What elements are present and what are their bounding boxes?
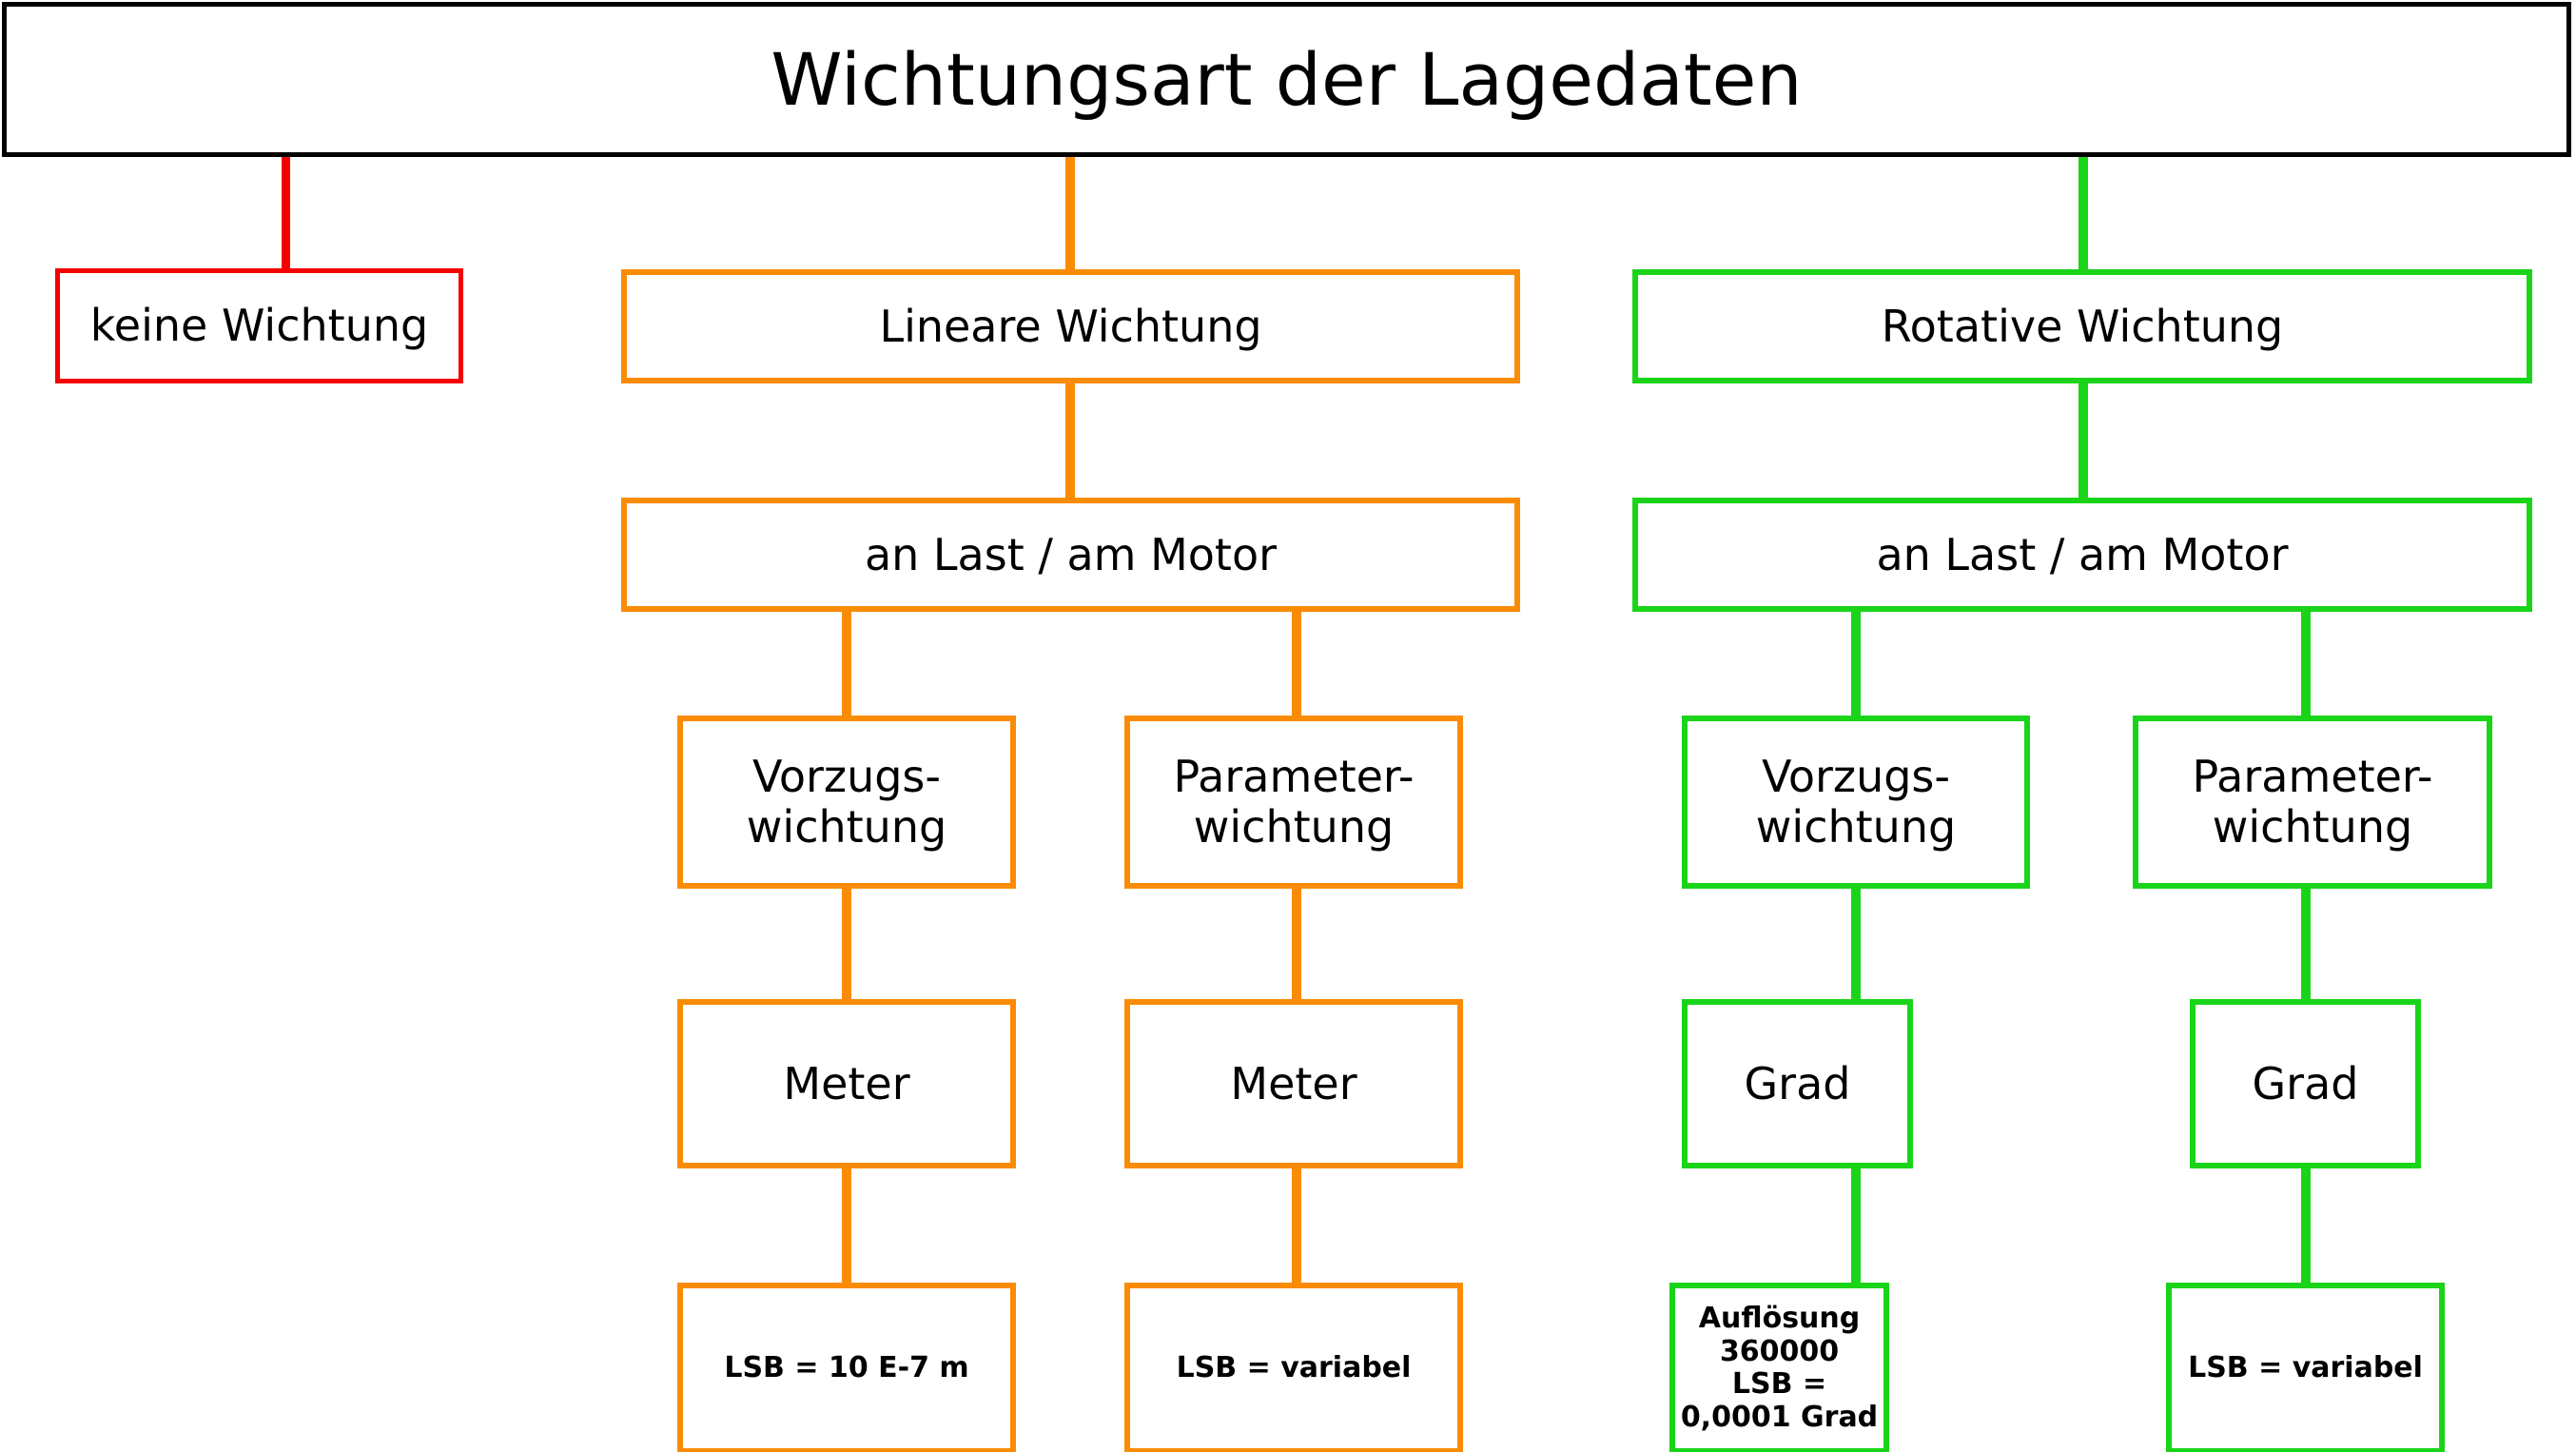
connector-linear-location-to-vorzugswichtung xyxy=(842,609,851,718)
node-rotative-parameterwichtung: Parameter- wichtung xyxy=(2133,716,2492,889)
node-linear-parameterwichtung-unit-label: Meter xyxy=(1230,1057,1357,1109)
node-linear-vorzugswichtung-leaf: LSB = 10 E-7 m xyxy=(677,1283,1016,1452)
node-rotative-parameterwichtung-unit: Grad xyxy=(2190,999,2421,1168)
node-rotative-parameterwichtung-label: Parameter- wichtung xyxy=(2192,751,2433,853)
connector-title-to-keine-wichtung xyxy=(282,157,290,271)
node-rotative-location: an Last / am Motor xyxy=(1632,498,2532,612)
connector-rotative-parameter-grad-to-leaf xyxy=(2301,1166,2311,1285)
connector-linear-meter-to-lsb xyxy=(842,1166,851,1285)
node-rotative-vorzugswichtung-leaf-label: Auflösung 360000 LSB = 0,0001 Grad xyxy=(1680,1302,1879,1434)
node-keine-wichtung: keine Wichtung xyxy=(55,268,463,383)
node-rotative-vorzugswichtung-leaf: Auflösung 360000 LSB = 0,0001 Grad xyxy=(1669,1283,1889,1452)
connector-rotative-grad-to-leaf xyxy=(1851,1166,1861,1285)
node-rotative-vorzugswichtung-unit: Grad xyxy=(1682,999,1913,1168)
node-linear-vorzugswichtung-leaf-label: LSB = 10 E-7 m xyxy=(724,1350,969,1384)
connector-linear-location-to-parameterwichtung xyxy=(1292,609,1301,718)
node-linear-parameterwichtung-leaf: LSB = variabel xyxy=(1124,1283,1463,1452)
connector-rotative-to-location xyxy=(2078,381,2088,502)
connector-linear-vorzugswichtung-to-meter xyxy=(842,886,851,1002)
diagram-title-box: Wichtungsart der Lagedaten xyxy=(2,2,2571,157)
node-lineare-wichtung-label: Lineare Wichtung xyxy=(879,300,1262,352)
node-rotative-parameterwichtung-leaf: LSB = variabel xyxy=(2166,1283,2445,1452)
connector-rotative-vorzugswichtung-to-grad xyxy=(1851,886,1861,1002)
node-linear-parameterwichtung: Parameter- wichtung xyxy=(1124,716,1463,889)
node-rotative-parameterwichtung-unit-label: Grad xyxy=(2252,1057,2359,1109)
node-linear-vorzugswichtung-unit-label: Meter xyxy=(783,1057,910,1109)
node-linear-parameterwichtung-leaf-label: LSB = variabel xyxy=(1176,1350,1412,1384)
connector-title-to-rotative-wichtung xyxy=(2078,157,2088,272)
connector-rotative-parameterwichtung-to-grad xyxy=(2301,886,2311,1002)
connector-linear-parameter-meter-to-lsb xyxy=(1292,1166,1301,1285)
node-linear-vorzugswichtung-unit: Meter xyxy=(677,999,1016,1168)
connector-rotative-location-to-vorzugswichtung xyxy=(1851,609,1861,718)
node-linear-vorzugswichtung: Vorzugs- wichtung xyxy=(677,716,1016,889)
node-linear-location-label: an Last / am Motor xyxy=(864,528,1278,580)
node-rotative-vorzugswichtung: Vorzugs- wichtung xyxy=(1682,716,2030,889)
connector-title-to-lineare-wichtung xyxy=(1065,157,1075,272)
connector-linear-parameterwichtung-to-meter xyxy=(1292,886,1301,1002)
node-rotative-parameterwichtung-leaf-label: LSB = variabel xyxy=(2188,1350,2423,1384)
node-linear-parameterwichtung-label: Parameter- wichtung xyxy=(1173,751,1415,853)
node-keine-wichtung-label: keine Wichtung xyxy=(89,300,429,352)
node-rotative-wichtung: Rotative Wichtung xyxy=(1632,269,2532,383)
node-linear-vorzugswichtung-label: Vorzugs- wichtung xyxy=(746,751,947,853)
node-linear-location: an Last / am Motor xyxy=(621,498,1520,612)
node-rotative-vorzugswichtung-label: Vorzugs- wichtung xyxy=(1755,751,1957,853)
node-rotative-wichtung-label: Rotative Wichtung xyxy=(1881,300,2284,352)
node-lineare-wichtung: Lineare Wichtung xyxy=(621,269,1520,383)
diagram-title: Wichtungsart der Lagedaten xyxy=(771,36,1803,122)
node-rotative-vorzugswichtung-unit-label: Grad xyxy=(1744,1057,1851,1109)
connector-rotative-location-to-parameterwichtung xyxy=(2301,609,2311,718)
node-linear-parameterwichtung-unit: Meter xyxy=(1124,999,1463,1168)
node-rotative-location-label: an Last / am Motor xyxy=(1876,528,2289,580)
connector-lineare-to-location xyxy=(1065,381,1075,502)
